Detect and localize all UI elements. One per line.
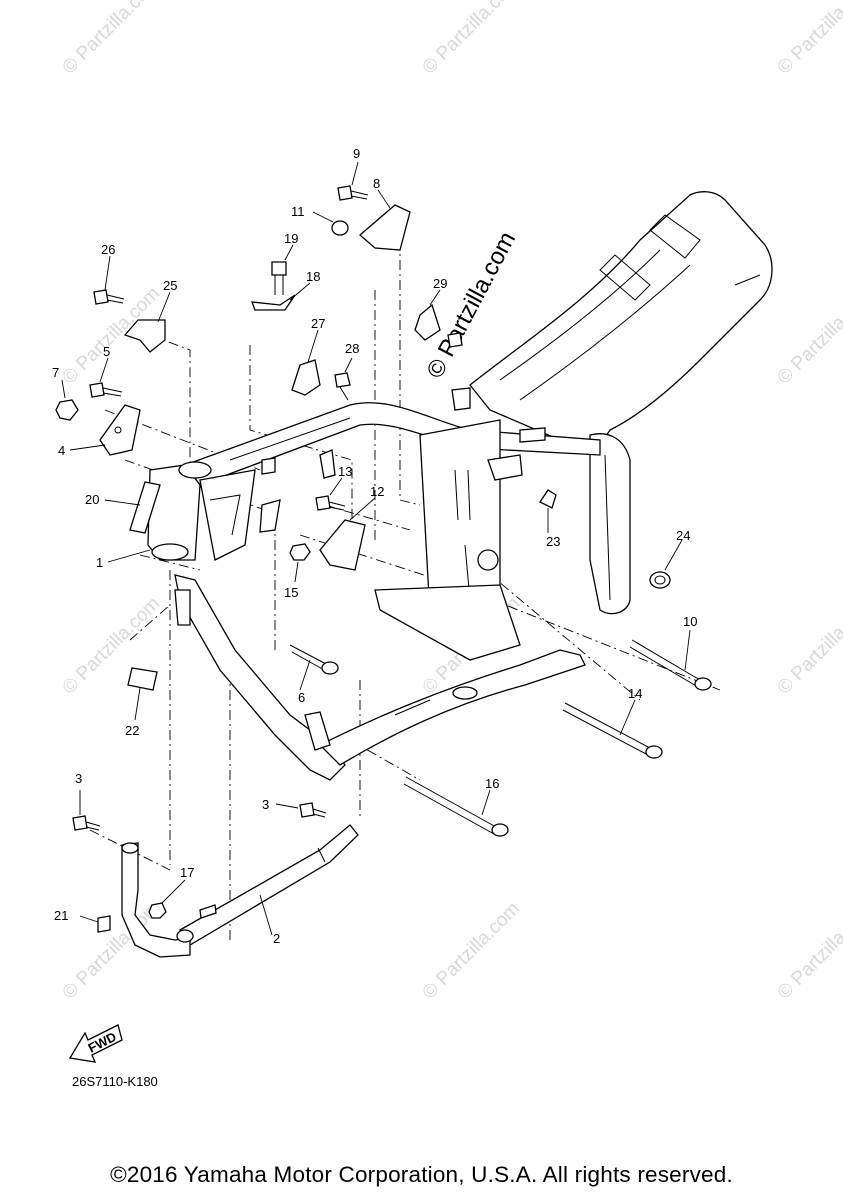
callout-13: 13: [338, 464, 352, 479]
callout-8: 8: [373, 176, 380, 191]
diagram-code: 26S7110-K180: [72, 1074, 158, 1089]
callout-2: 2: [273, 931, 280, 946]
callout-17: 17: [180, 865, 194, 880]
callout-6: 6: [298, 690, 305, 705]
callout-19: 19: [284, 231, 298, 246]
bolt-10: [629, 639, 701, 688]
bolt-14: [562, 702, 651, 756]
bolt-5: [89, 382, 105, 398]
callout-labels: 1 2 3 3 4 5 6 7 8 9 10 11 12 13 14 15 16…: [52, 146, 697, 946]
callout-4: 4: [58, 443, 65, 458]
nut-7: [55, 399, 79, 421]
callout-24: 24: [676, 528, 690, 543]
callout-25: 25: [163, 278, 177, 293]
leader-lines: [61, 161, 691, 936]
callout-23: 23: [546, 534, 560, 549]
bracket-12: [319, 519, 366, 571]
callout-5: 5: [103, 344, 110, 359]
watermark: © Partzilla.com: [774, 0, 843, 79]
main-frame: [147, 191, 773, 781]
callout-11: 11: [291, 204, 305, 219]
bolt-6: [289, 644, 329, 672]
callout-22: 22: [125, 723, 139, 738]
label-22: [127, 667, 158, 691]
watermark: © Partzilla.com: [419, 898, 524, 1003]
callout-27: 27: [311, 316, 325, 331]
bracket-4: [99, 404, 141, 456]
fwd-label: FWD: [86, 1029, 119, 1056]
copyright-notice: ©2016 Yamaha Motor Corporation, U.S.A. A…: [110, 1162, 733, 1187]
callout-10: 10: [683, 614, 697, 629]
watermark: © Partzilla.com: [774, 283, 843, 388]
callout-12: 12: [370, 484, 384, 499]
callout-29: 29: [433, 276, 447, 291]
bolt-3: [72, 815, 88, 831]
clamp-25: [123, 319, 166, 353]
label-20: [129, 481, 161, 534]
washer-11: [331, 220, 349, 236]
callout-26: 26: [101, 242, 115, 257]
callout-21: 21: [54, 908, 68, 923]
cross-tube-2: [179, 824, 359, 946]
bolt-9: [337, 185, 353, 201]
clip-29: [414, 303, 441, 341]
clip-18: [251, 294, 296, 311]
callout-16: 16: [485, 776, 499, 791]
fwd-arrow: FWD: [68, 1024, 123, 1063]
bolt-13: [315, 495, 331, 511]
callout-14: 14: [628, 686, 642, 701]
nut-15: [289, 543, 311, 561]
bolt-16: [403, 776, 497, 835]
callout-9: 9: [353, 146, 360, 161]
callout-3: 3: [262, 797, 269, 812]
grommet-24: [649, 571, 671, 589]
watermark: © Partzilla.com: [774, 898, 843, 1003]
watermark: © Partzilla.com: [419, 0, 524, 79]
bracket-8: [359, 204, 411, 251]
callout-3: 3: [75, 771, 82, 786]
callout-7: 7: [52, 365, 59, 380]
nut-17: [148, 902, 167, 919]
clip-23: [539, 489, 557, 509]
callout-15: 15: [284, 585, 298, 600]
bracket-27: [291, 359, 321, 396]
bolt-28: [334, 372, 351, 388]
label-21: [97, 915, 111, 933]
watermark: © Partzilla.com: [774, 593, 843, 698]
bolt-26: [93, 289, 109, 305]
bolt-3: [299, 802, 315, 818]
callout-18: 18: [306, 269, 320, 284]
loose-parts: [55, 185, 712, 958]
bolt-19: [271, 261, 287, 276]
callout-1: 1: [96, 555, 103, 570]
watermark: © Partzilla.com: [59, 0, 164, 79]
callout-20: 20: [85, 492, 99, 507]
callout-28: 28: [345, 341, 359, 356]
